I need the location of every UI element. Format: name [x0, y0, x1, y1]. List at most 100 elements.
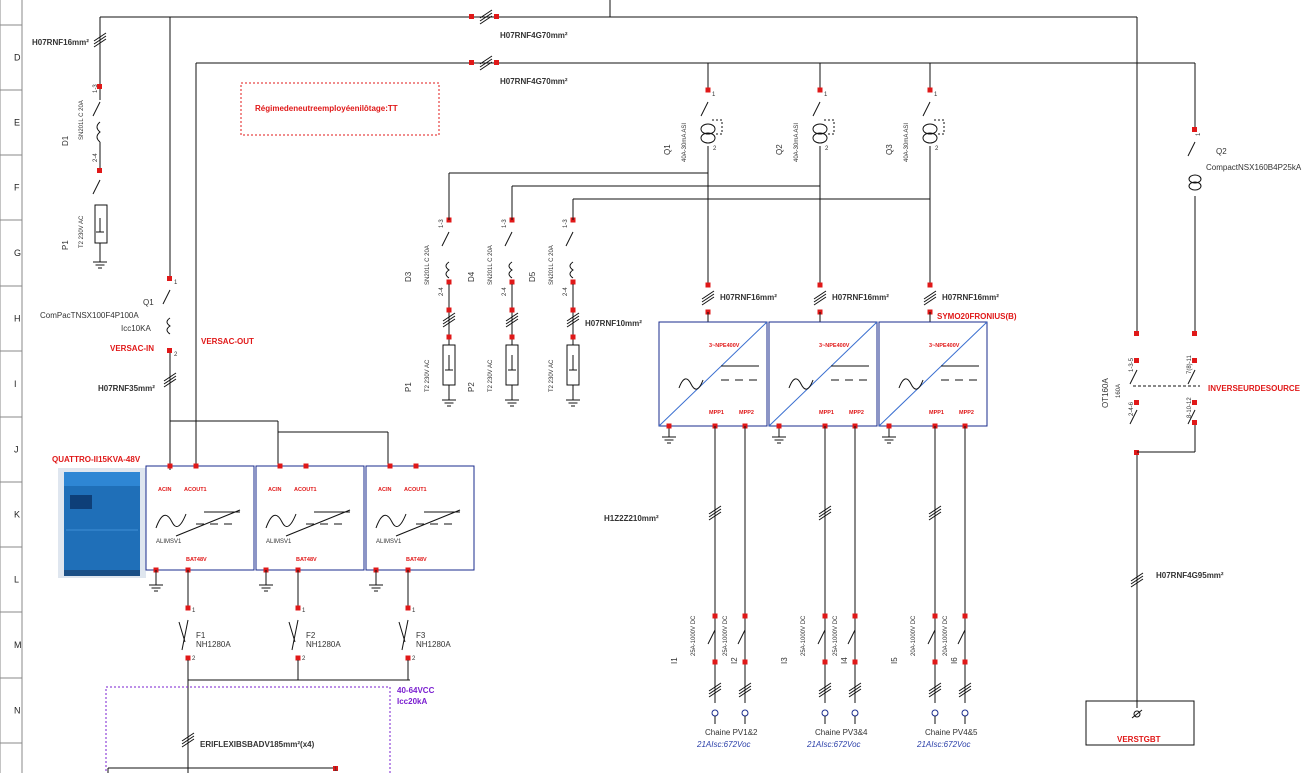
fuse-terminal-1: 1 — [412, 608, 416, 614]
terminal — [932, 659, 938, 665]
inverter-mpp1-label: MPP1 — [709, 410, 724, 416]
dc-isolator-a-rating: 25A-1000V DC — [691, 615, 697, 656]
regime-note: Régimedeneutreemployéenilôtage:TT — [255, 104, 398, 113]
terminal — [927, 87, 933, 93]
terminal — [852, 613, 858, 619]
terminal — [822, 613, 828, 619]
spd-rating: T2 230V AC — [425, 359, 431, 392]
p1-left-name: P1 — [61, 240, 70, 250]
left-q1-branch — [162, 17, 389, 470]
terminal — [666, 423, 672, 429]
sine-symbol — [678, 378, 704, 390]
terminal — [167, 463, 173, 469]
ac-breaker-terminal-1: 1-3 — [502, 219, 508, 228]
ac-breaker-terminal-2: 2-4 — [502, 287, 508, 296]
terminal — [185, 605, 191, 611]
terminal — [185, 655, 191, 661]
ot-terminal-3: 7(8)-11 — [1187, 354, 1193, 374]
sine-symbol — [375, 513, 407, 529]
terminal — [822, 659, 828, 665]
row-label-j: J — [14, 445, 19, 455]
rcd-rating: 40A-30mA ASI — [794, 123, 800, 162]
terminal — [405, 605, 411, 611]
ac-protection-feeds — [448, 172, 930, 220]
ac-breaker-name: D4 — [467, 271, 476, 282]
verstgbt-label: VERSTGBT — [1117, 735, 1161, 744]
cable-battery-label: ERIFLEXIBSBADV185mm²(x4) — [200, 740, 315, 749]
cable-pv-in1: H07RNF16mm² — [720, 293, 777, 302]
cable-dc-strings: H1Z2Z210mm² — [604, 514, 659, 523]
fuse-terminal-2: 2 — [302, 656, 306, 662]
spd-name: P2 — [467, 382, 476, 392]
rcd-terminal-2: 2 — [713, 146, 717, 152]
fuse-name: F1 — [196, 631, 206, 640]
cable-pv-in3: H07RNF16mm² — [942, 293, 999, 302]
inverter-mpp1-label: MPP1 — [819, 410, 834, 416]
terminal — [446, 279, 452, 285]
dc-isolator-b-name: I2 — [730, 657, 739, 664]
dc-isolator-b-name: I4 — [840, 657, 849, 664]
terminal — [446, 307, 452, 313]
dc-isolator-a-rating: 25A-1000V DC — [801, 615, 807, 656]
pv-string-isc: 21AIsc:672Voc — [916, 740, 971, 749]
sine-symbol — [898, 378, 924, 390]
quattro-label: QUATTRO-II15KVA-48V — [52, 455, 141, 464]
inverter-ac-label: 3~NPE400V — [929, 343, 960, 349]
terminal — [570, 279, 576, 285]
versac-out-label: VERSAC-OUT — [201, 337, 254, 346]
pv-string-name: Chaine PV1&2 — [705, 728, 758, 737]
pv-string-name: Chaine PV4&5 — [925, 728, 978, 737]
terminal — [742, 613, 748, 619]
rcd-rating: 40A-30mA ASI — [904, 123, 910, 162]
quattro-bat-label: BAT48V — [186, 557, 207, 563]
p1-left-rating: T2 230V AC — [79, 215, 85, 248]
terminal — [570, 307, 576, 313]
fuse-terminal-2: 2 — [412, 656, 416, 662]
fuse-terminal-2: 2 — [192, 656, 196, 662]
terminal — [570, 334, 576, 340]
rcd-terminal-1: 1 — [712, 92, 716, 98]
ac-breaker-terminal-1: 1-3 — [439, 219, 445, 228]
inverseur-label: INVERSEURDESOURCE — [1208, 384, 1301, 393]
fuse-terminal-1: 1 — [302, 608, 306, 614]
rcd-terminal-1: 1 — [824, 92, 828, 98]
terminal — [817, 282, 823, 288]
inverter-mpp2-label: MPP2 — [849, 410, 864, 416]
ac-breaker-name: D3 — [404, 271, 413, 282]
battery-terminal: 1 — [334, 767, 338, 773]
terminal — [927, 282, 933, 288]
q1-left-name: Q1 — [143, 298, 154, 307]
quattro-acout-label: ACOUT1 — [184, 487, 207, 493]
cable-d5-label: H07RNF10mm² — [585, 319, 642, 328]
inverter-ac-label: 3~NPE400V — [709, 343, 740, 349]
fuse-name: F2 — [306, 631, 316, 640]
regime-note-box — [240, 82, 440, 136]
terminal — [303, 463, 309, 469]
row-ruler — [0, 0, 23, 773]
fuse-rating: NH1280A — [196, 640, 231, 649]
quattro-acin-label: ACIN — [158, 487, 171, 493]
terminal — [705, 87, 711, 93]
d1-terminal-1: 1-3 — [93, 84, 99, 93]
dc-isolator-b-rating: 25A-1000V DC — [723, 615, 729, 656]
ot-name: OT160A — [1101, 378, 1110, 408]
quattro-acout-label: ACOUT1 — [404, 487, 427, 493]
terminal — [509, 279, 515, 285]
rcd-name: Q2 — [775, 144, 784, 155]
row-label-m: M — [14, 640, 22, 650]
cable-pv-in2: H07RNF16mm² — [832, 293, 889, 302]
fuse-rating: NH1280A — [416, 640, 451, 649]
d1-terminal-2: 2-4 — [93, 153, 99, 162]
